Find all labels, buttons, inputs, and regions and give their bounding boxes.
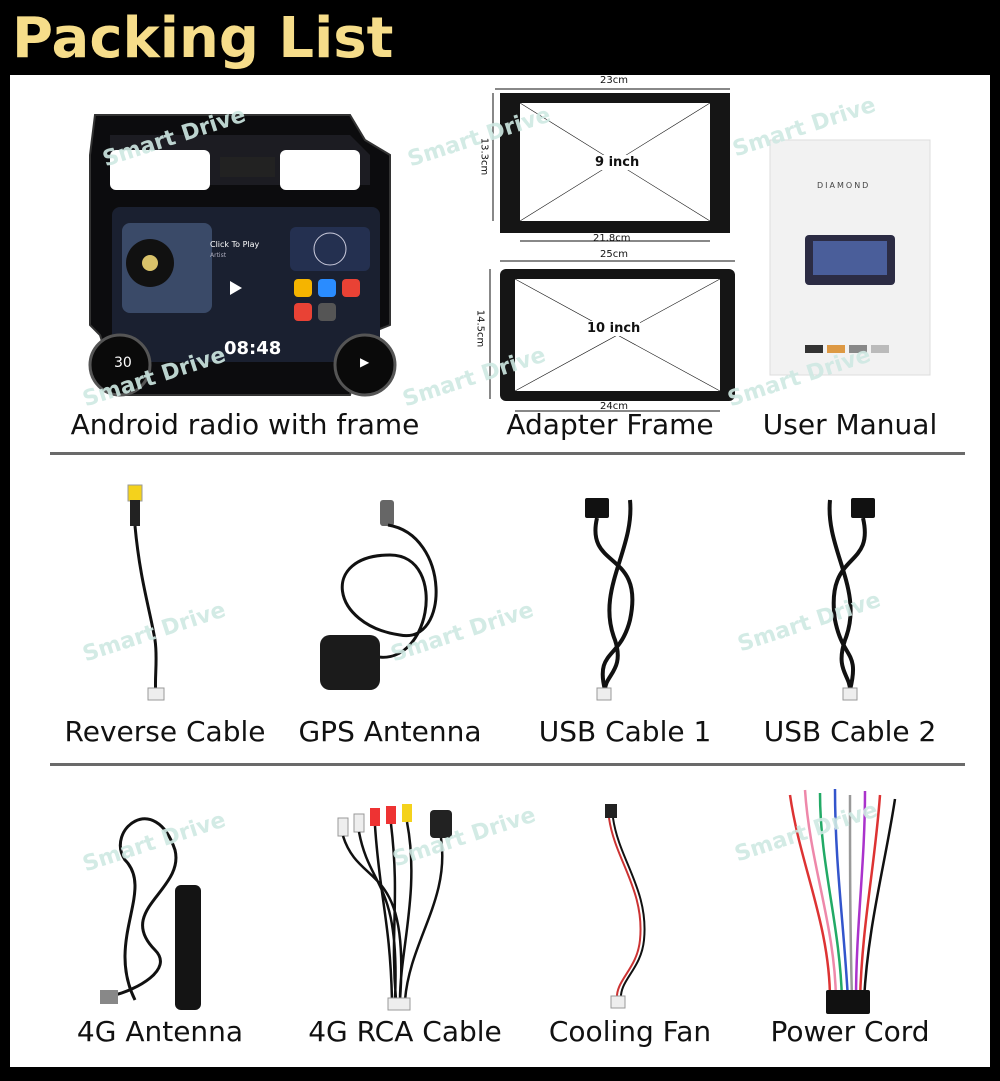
frame9-height: 13.3cm	[478, 137, 490, 176]
reverse-cable-item	[110, 480, 190, 710]
cooling-fan-image	[605, 804, 646, 1009]
usb-cable-1-item	[575, 490, 655, 705]
media-artist: Artist	[210, 252, 227, 259]
media-title: Click To Play	[210, 240, 260, 249]
4g-antenna-item	[95, 790, 235, 1015]
frame9-width-bottom: 21.8cm	[593, 233, 631, 244]
4g-rca-cable-item	[330, 800, 470, 1015]
frame10-size: 10 inch	[587, 321, 641, 336]
4g-rca-cable-image	[337, 804, 452, 1011]
play-icon: ▶	[360, 355, 370, 369]
adapter-frame-image	[489, 88, 735, 412]
usb-cable-1-image	[585, 498, 635, 701]
android-radio-image	[88, 114, 397, 397]
label-adapter-frame: Adapter Frame	[506, 408, 714, 441]
android-radio-item: Click To Play Artist 08:48 30 ▶	[50, 95, 410, 425]
frame9-size: 9 inch	[595, 155, 640, 170]
frame10-width-top: 25cm	[600, 249, 628, 260]
frame10-width-bottom: 24cm	[600, 401, 628, 412]
adapter-frame-item: 23cm 13.3cm 9 inch 21.8cm 25cm 14.5cm 10…	[474, 75, 745, 412]
frame9-width-top: 23cm	[600, 75, 628, 86]
usb-cable-2-item	[815, 490, 895, 705]
divider-row1	[50, 452, 965, 455]
user-manual-image	[769, 139, 931, 376]
label-user-manual: User Manual	[762, 408, 938, 441]
gps-antenna-item	[300, 495, 460, 695]
knob-left-value: 30	[114, 355, 132, 371]
label-usb-cable-1: USB Cable 1	[538, 715, 712, 748]
power-cord-item	[780, 785, 910, 1020]
page-title: Packing List	[12, 6, 394, 71]
power-cord-image	[788, 788, 897, 1014]
label-usb-cable-2: USB Cable 2	[763, 715, 937, 748]
label-cooling-fan: Cooling Fan	[548, 1015, 712, 1048]
divider-row2	[50, 763, 965, 766]
label-4g-rca-cable: 4G RCA Cable	[308, 1015, 502, 1048]
frame10-height: 14.5cm	[474, 309, 486, 348]
label-4g-antenna: 4G Antenna	[76, 1015, 244, 1048]
screen-time: 08:48	[224, 338, 282, 359]
cooling-fan-item	[585, 800, 665, 1015]
manual-brand: DIAMOND	[817, 181, 871, 190]
label-android-radio: Android radio with frame	[70, 408, 420, 441]
user-manual-item: DIAMOND	[765, 135, 935, 376]
packing-list-panel: Click To Play Artist 08:48 30 ▶ Android …	[10, 75, 990, 1067]
reverse-cable-image	[127, 484, 165, 701]
label-gps-antenna: GPS Antenna	[298, 715, 482, 748]
gps-antenna-image	[320, 500, 438, 690]
usb-cable-2-image	[827, 498, 875, 701]
label-reverse-cable: Reverse Cable	[64, 715, 266, 748]
label-power-cord: Power Cord	[770, 1015, 930, 1048]
4g-antenna-image	[100, 817, 201, 1010]
